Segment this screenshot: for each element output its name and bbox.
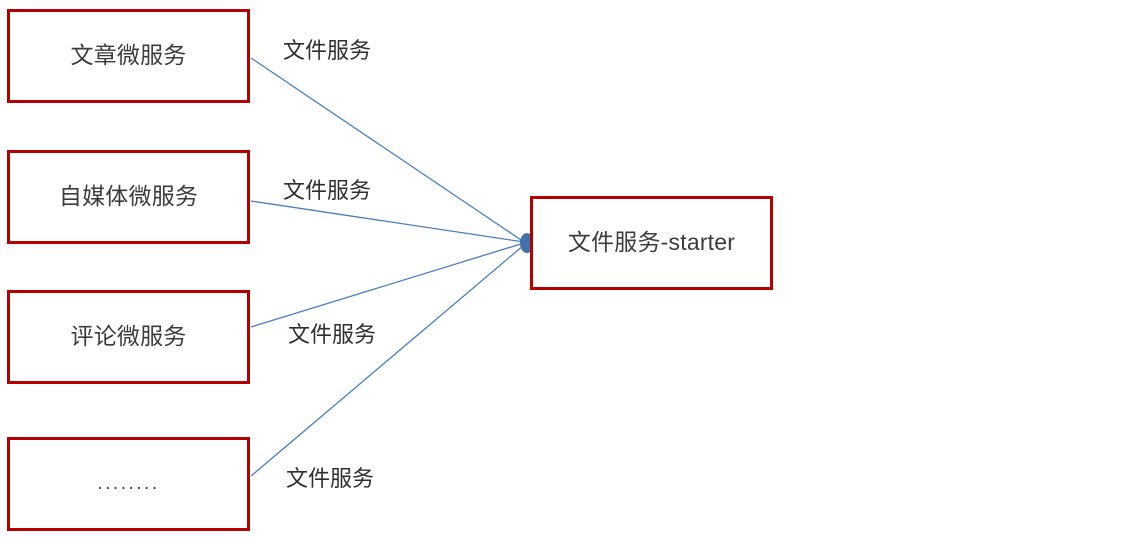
edge-label-ellipsis-to-starter: 文件服务 (286, 466, 375, 491)
edge-label-media-to-starter: 文件服务 (283, 178, 372, 203)
connector-ellipsis-to-starter (250, 244, 525, 477)
node-article-microservice-label: 文章微服务 (70, 42, 187, 69)
node-article-microservice[interactable]: 文章微服务 (7, 9, 250, 103)
node-file-service-starter[interactable]: 文件服务-starter (530, 196, 773, 290)
node-ellipsis-placeholder[interactable]: ........ (7, 437, 250, 531)
node-media-microservice-label: 自媒体微服务 (58, 183, 199, 210)
connector-media-to-starter (250, 200, 525, 243)
edge-label-article-to-starter: 文件服务 (283, 38, 372, 63)
edge-label-comment-to-starter: 文件服务 (288, 322, 377, 347)
node-comment-microservice[interactable]: 评论微服务 (7, 290, 250, 384)
connector-article-to-starter (250, 57, 525, 243)
node-media-microservice[interactable]: 自媒体微服务 (7, 150, 250, 244)
node-file-service-starter-label: 文件服务-starter (567, 229, 736, 256)
connector-comment-to-starter (250, 242, 525, 328)
node-comment-microservice-label: 评论微服务 (70, 323, 187, 350)
node-ellipsis-placeholder-label: ........ (97, 473, 160, 494)
